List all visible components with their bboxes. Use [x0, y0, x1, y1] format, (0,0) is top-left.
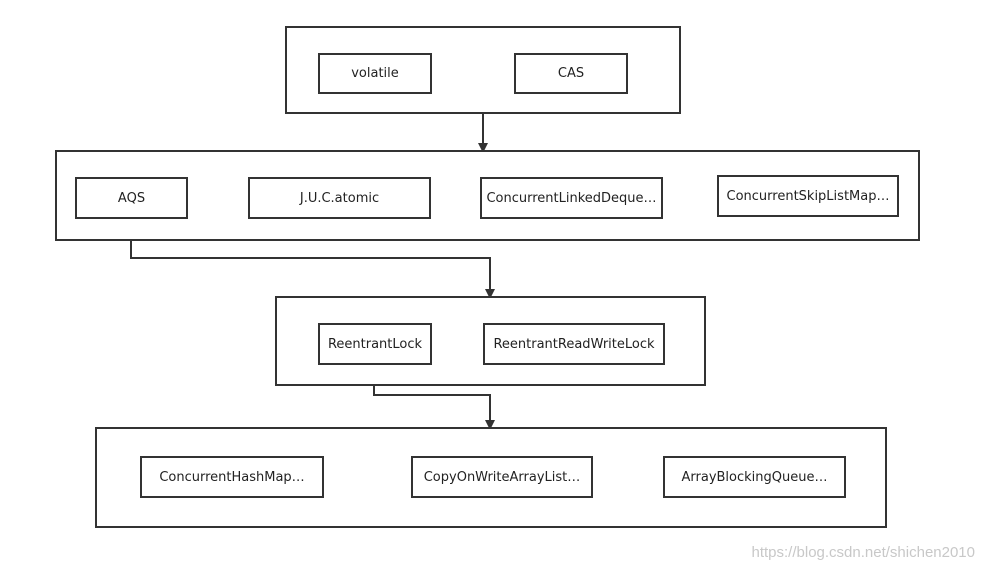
node-array-blocking-queue: ArrayBlockingQueue… [663, 456, 846, 498]
node-aqs: AQS [75, 177, 188, 219]
node-reentrant-lock: ReentrantLock [318, 323, 432, 365]
node-concurrent-linked-deque: ConcurrentLinkedDeque… [480, 177, 663, 219]
node-volatile: volatile [318, 53, 432, 94]
node-cas: CAS [514, 53, 628, 94]
node-juc-atomic: J.U.C.atomic [248, 177, 431, 219]
node-concurrent-hash-map: ConcurrentHashMap… [140, 456, 324, 498]
node-copy-on-write-array-list: CopyOnWriteArrayList… [411, 456, 593, 498]
watermark-text: https://blog.csdn.net/shichen2010 [751, 544, 976, 561]
node-concurrent-skip-list-map: ConcurrentSkipListMap… [717, 175, 899, 217]
node-reentrant-read-write-lock: ReentrantReadWriteLock [483, 323, 665, 365]
